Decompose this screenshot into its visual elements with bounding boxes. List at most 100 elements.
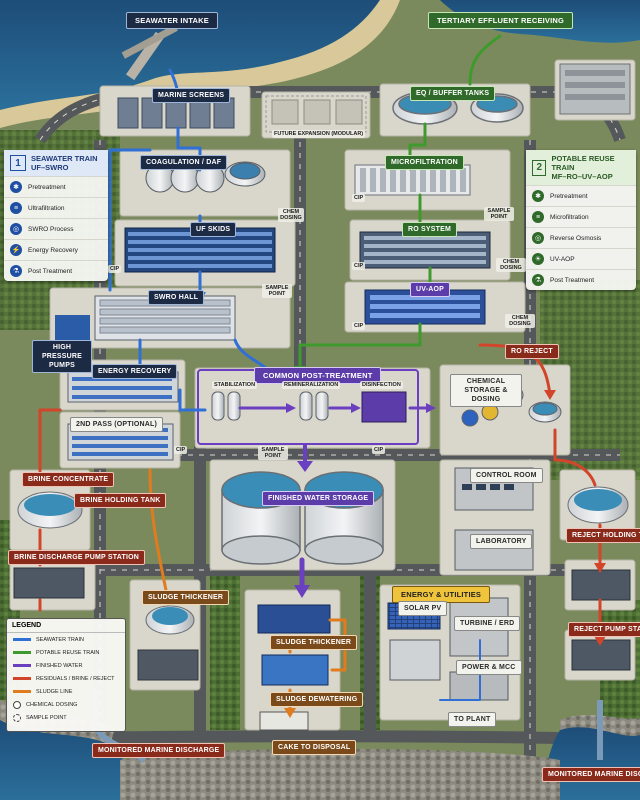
brine-holding-tank-label: BRINE HOLDING TANK [74,493,167,508]
train2-item-label: Post Treatment [550,276,595,284]
seawater-train-header: 1 SEAWATER TRAIN UF–SWRO [4,150,108,176]
train2-item-uv-aop: ☀UV-AOP [526,248,636,269]
eq-buffer-tanks-label: EQ / BUFFER TANKS [410,86,496,101]
second-pass-label: 2ND PASS (OPTIONAL) [70,417,164,432]
solar-pv-label: SOLAR PV [398,601,448,616]
lightning-icon: ⚡ [10,244,22,256]
train-2-number: 2 [532,159,547,176]
train1-item-post-treatment: ⚗ Post Treatment [4,260,108,281]
potable-reuse-title-line2: MF–RO–UV–AOP [551,172,613,181]
filter-icon: ≡ [532,211,544,223]
cake-to-disposal-label: CAKE TO DISPOSAL [272,740,357,755]
sample-point-label-mf: SAMPLE POINT [484,207,514,221]
cip-label-post: CIP [372,446,386,454]
energy-recovery-label: ENERGY RECOVERY [92,364,178,379]
legend-swatch [13,690,31,693]
legend-label: RESIDUALS / BRINE / REJECT [36,675,115,682]
seawater-train-title-line1: SEAWATER TRAIN [31,154,98,163]
chem-dosing-label-uv: CHEM DOSING [505,314,535,328]
future-expansion-label: FUTURE EXPANSION (MODULAR) [272,130,366,138]
high-pressure-pumps-label: HIGH PRESSURE PUMPS [32,340,92,373]
coagulation-daf-label: COAGULATION / DAF [140,155,228,170]
flask-icon: ⚗ [10,265,22,277]
train1-item-label: Ultrafiltration [28,204,65,212]
legend-swatch [13,677,31,680]
ro-reject-label: RO REJECT [505,344,559,359]
uf-skids-label: UF SKIDS [190,222,237,237]
to-plant-label: TO PLANT [448,712,497,727]
legend-label: SEAWATER TRAIN [36,636,84,643]
microfiltration-label: MICROFILTRATION [385,155,464,170]
chem-dosing-label-ro: CHEM DOSING [496,258,526,272]
marine-discharge-left-label: MONITORED MARINE DISCHARGE [92,743,226,758]
legend-row-finished: FINISHED WATER [7,659,125,672]
train1-item-label: SWRO Process [28,225,74,233]
train2-item-label: Reverse Osmosis [550,234,602,242]
control-room-label: CONTROL ROOM [470,468,543,483]
uv-aop-label: UV-AOP [410,282,451,297]
cip-label-uf: CIP [108,265,122,273]
marine-discharge-right-label: MONITORED MARINE DISCHARGE [542,767,640,782]
legend-row-reuse: POTABLE REUSE TRAIN [7,646,125,659]
chemical-dosing-icon [13,700,21,709]
train1-item-label: Pretreatment [28,183,66,191]
laboratory-label: LABORATORY [470,534,533,549]
seawater-train-panel: 1 SEAWATER TRAIN UF–SWRO ✱ Pretreatment ≡… [4,150,108,281]
sea-bottom-left [0,720,140,800]
filter-icon: ≡ [10,202,22,214]
stabilization-label: STABILIZATION [212,381,258,389]
sludge-thickener-label-2: SLUDGE THICKENER [270,635,358,650]
potable-reuse-title-line1: POTABLE REUSE TRAIN [551,154,615,172]
train1-item-energy-recovery: ⚡ Energy Recovery [4,239,108,260]
sea-top [0,0,380,110]
brine-concentrate-label: BRINE CONCENTRATE [22,472,115,487]
sludge-thickener-label-1: SLUDGE THICKENER [142,590,230,605]
legend: LEGEND SEAWATER TRAIN POTABLE REUSE TRAI… [6,618,126,732]
legend-row-sludge: SLUDGE LINE [7,685,125,698]
remineralization-label: REMINERALIZATION [282,381,341,389]
train2-item-reverse-osmosis: ◎ Reverse Osmosis [526,227,636,248]
cip-label-mf: CIP [352,194,366,202]
seawater-train-title-line2: UF–SWRO [31,163,69,172]
train2-item-label: Pretreatment [550,192,588,200]
membrane-icon: ◎ [532,232,544,244]
legend-label: FINISHED WATER [36,662,83,669]
legend-row-residuals: RESIDUALS / BRINE / REJECT [7,672,125,685]
gear-icon: ✱ [532,190,544,202]
finished-water-storage-label: FINISHED WATER STORAGE [262,491,375,506]
train1-item-label: Energy Recovery [28,246,78,254]
disinfection-label: DISINFECTION [360,381,403,389]
chem-dosing-label-1: CHEM DOSING [278,208,304,222]
train1-item-label: Post Treatment [28,267,73,275]
cip-label-2nd-pass: CIP [174,446,188,454]
train2-item-label: Microfiltration [550,213,589,221]
sample-point-icon [13,713,21,722]
legend-swatch [13,651,31,654]
legend-swatch [13,664,31,667]
seawater-intake-label: SEAWATER INTAKE [126,12,218,29]
sun-icon: ☀ [532,253,544,265]
train1-item-swro: ◎SWRO Process [4,218,108,239]
train2-item-microfiltration: ≡ Microfiltration [526,206,636,227]
legend-row-seawater: SEAWATER TRAIN [7,633,125,646]
potable-reuse-panel: 2 POTABLE REUSE TRAIN MF–RO–UV–AOP ✱ Pret… [526,150,636,290]
legend-label: SAMPLE POINT [26,714,67,721]
sludge-dewatering-label: SLUDGE DEWATERING [270,692,364,707]
tertiary-effluent-label: TERTIARY EFFLUENT RECEIVING [428,12,574,29]
legend-label: SLUDGE LINE [36,688,73,695]
train-1-number: 1 [10,155,26,171]
turbine-erd-label: TURBINE / ERD [454,616,521,631]
brine-discharge-pump-station-label: BRINE DISCHARGE PUMP STATION [8,550,145,565]
cip-label-uv: CIP [352,322,366,330]
legend-swatch [13,638,31,641]
train1-item-ultrafiltration: ≡ Ultrafiltration [4,197,108,218]
legend-label: POTABLE REUSE TRAIN [36,649,100,656]
cip-label-ro: CIP [352,262,366,270]
train2-item-pretreatment: ✱ Pretreatment [526,185,636,206]
reject-pump-station-label: REJECT PUMP STATION [568,622,640,637]
flask-icon: ⚗ [532,274,544,286]
gear-icon: ✱ [10,181,22,193]
train2-item-post-treatment: ⚗ Post Treatment [526,269,636,290]
sample-point-label-post: SAMPLE POINT [258,446,288,460]
